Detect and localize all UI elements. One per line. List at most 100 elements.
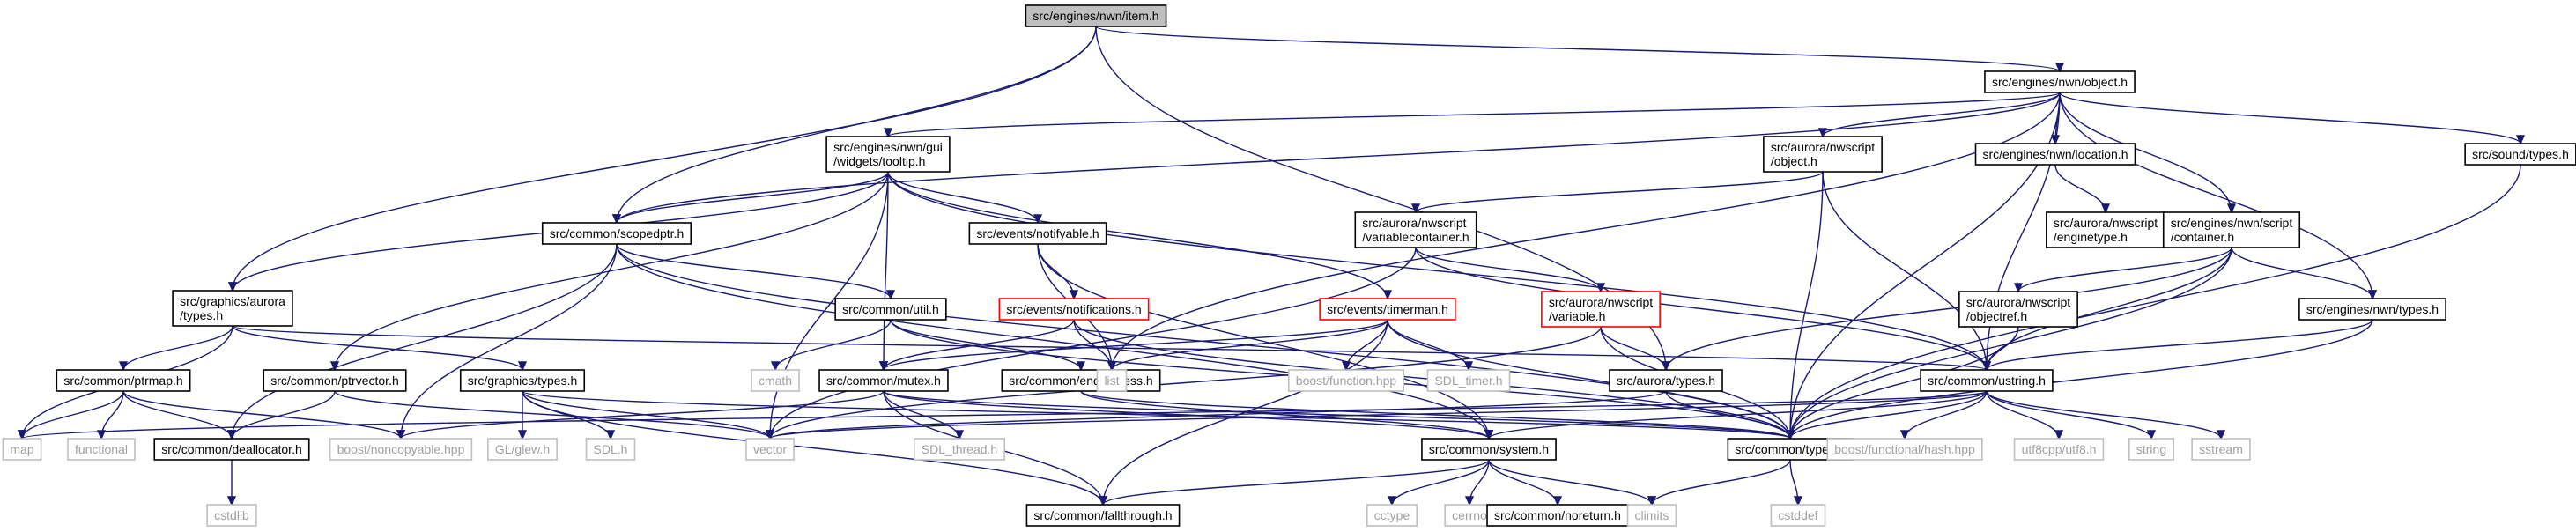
edge-line — [2017, 247, 2232, 292]
node-box — [968, 222, 1107, 245]
node-box — [2298, 298, 2446, 321]
arrowhead — [1793, 496, 1803, 506]
node-box — [1974, 143, 2136, 166]
node-box — [1287, 369, 1405, 392]
arrowhead — [1076, 361, 1086, 372]
node-boost-function: boost/function.hpp — [1287, 369, 1405, 392]
node-ustring[interactable]: src/common/ustring.h — [1920, 369, 2054, 392]
edge-nwscript-object-to-ustring — [1822, 171, 1992, 372]
node-aurora-types2[interactable]: src/aurora/types.h — [1609, 369, 1723, 392]
node-root[interactable]: src/engines/nwn/item.h — [1025, 4, 1167, 27]
node-mutex[interactable]: src/common/mutex.h — [818, 369, 949, 392]
node-sound-types[interactable]: src/sound/types.h — [2464, 143, 2576, 166]
node-nwn-object[interactable]: src/engines/nwn/object.h — [1984, 70, 2136, 93]
edge-line — [1080, 390, 1490, 440]
node-label: src/common/deallocator.h — [161, 442, 302, 456]
node-list: list — [1096, 369, 1128, 392]
edge-line — [232, 325, 523, 371]
edge-line — [400, 390, 885, 440]
node-box — [834, 298, 947, 321]
edge-ustring-to-utf8 — [1986, 390, 2064, 440]
node-cstddef: cstddef — [1770, 504, 1826, 527]
edge-variablecontainer-to-ustring — [1415, 247, 1992, 372]
edge-script-container-to-objectref — [2013, 247, 2232, 293]
arrowhead — [1382, 290, 1393, 300]
node-nwn-types[interactable]: src/engines/nwn/types.h — [2298, 298, 2446, 321]
edge-common-types-to-cstddef — [1789, 459, 1803, 506]
edge-line — [2059, 92, 2521, 144]
node-boost-hash: boost/functional/hash.hpp — [1826, 438, 1983, 461]
node-objectref[interactable]: src/aurora/nwscript/objectref.h — [1958, 291, 2078, 328]
edge-line — [616, 171, 889, 224]
edge-ptrmap-to-functional — [96, 390, 124, 440]
edge-line — [1822, 171, 1988, 371]
node-nwn-location[interactable]: src/engines/nwn/location.h — [1974, 143, 2136, 166]
node-label: /enginetype.h — [2054, 230, 2128, 244]
node-graphics-types[interactable]: src/graphics/types.h — [459, 369, 586, 392]
node-label: SDL.h — [594, 442, 628, 456]
node-nwscript-object[interactable]: src/aurora/nwscript/object.h — [1763, 136, 1883, 173]
node-cmath: cmath — [751, 369, 800, 392]
arrowhead — [1647, 496, 1657, 506]
node-sstream: sstream — [2191, 438, 2251, 461]
edge-line — [2059, 92, 2232, 213]
node-ptrvector[interactable]: src/common/ptrvector.h — [263, 369, 407, 392]
node-util[interactable]: src/common/util.h — [834, 298, 947, 321]
edge-nwn-object-to-nwscript-object — [1817, 92, 2061, 138]
node-timerman[interactable]: src/events/timerman.h — [1319, 298, 1456, 321]
arrowhead — [2146, 430, 2157, 440]
node-label: src/aurora/types.h — [1617, 373, 1715, 388]
node-endianness[interactable]: src/common/endianness.h — [1001, 369, 1161, 392]
edge-ustring-to-boost-hash — [1899, 390, 1988, 440]
node-label: src/engines/nwn/script — [2171, 216, 2293, 230]
edge-line — [769, 390, 1667, 440]
edge-line — [887, 171, 1388, 299]
edge-nwn-object-to-nwn-types — [2059, 92, 2378, 300]
edge-line — [122, 325, 233, 371]
node-box — [541, 222, 692, 245]
node-script-container[interactable]: src/engines/nwn/script/container.h — [2162, 211, 2301, 248]
edge-system-to-cctype — [1387, 459, 1490, 506]
edge-tooltip-to-mutex — [878, 171, 889, 372]
node-box — [1366, 504, 1418, 527]
node-noreturn[interactable]: src/common/noreturn.h — [1486, 504, 1629, 527]
arrowhead — [2054, 63, 2065, 73]
node-deallocator[interactable]: src/common/deallocator.h — [153, 438, 310, 461]
edge-line — [1488, 459, 1558, 506]
node-box — [1826, 438, 1983, 461]
node-box — [1444, 504, 1495, 527]
edge-line — [1095, 26, 2061, 72]
node-aurora-types[interactable]: src/graphics/aurora/types.h — [172, 290, 293, 327]
edge-mutex-to-noncopyable — [396, 390, 885, 440]
node-variablecontainer[interactable]: src/aurora/nwscript/variablecontainer.h — [1354, 211, 1477, 248]
node-cstdlib: cstdlib — [206, 504, 257, 527]
node-system[interactable]: src/common/system.h — [1421, 438, 1557, 461]
arrowhead — [1069, 290, 1079, 300]
edge-layer — [17, 26, 2526, 506]
node-scopedptr[interactable]: src/common/scopedptr.h — [541, 222, 692, 245]
node-fallthrough[interactable]: src/common/fallthrough.h — [1025, 504, 1181, 527]
node-box — [998, 298, 1150, 321]
node-notifications[interactable]: src/events/notifications.h — [998, 298, 1150, 321]
node-label: sstream — [2199, 442, 2243, 456]
node-ptrmap[interactable]: src/common/ptrmap.h — [56, 369, 191, 392]
edge-line — [883, 171, 889, 371]
node-label: /objectref.h — [1966, 309, 2027, 323]
node-label: src/engines/nwn/gui — [833, 140, 943, 154]
edge-tooltip-to-timerman — [887, 171, 1393, 300]
node-label: src/graphics/aurora — [180, 294, 285, 308]
node-tooltip[interactable]: src/engines/nwn/gui/widgets/tooltip.h — [825, 136, 951, 173]
node-label: /variablecontainer.h — [1362, 230, 1469, 244]
node-variable[interactable]: src/aurora/nwscript/variable.h — [1541, 291, 1661, 328]
node-enginetype[interactable]: src/aurora/nwscript/enginetype.h — [2046, 211, 2165, 248]
node-label: boost/noncopyable.hpp — [337, 442, 465, 456]
node-box — [1421, 438, 1557, 461]
edge-system-to-fallthrough — [1098, 459, 1490, 506]
node-layer: src/engines/nwn/item.h src/engines/nwn/ob… — [2, 4, 2576, 527]
node-notifyable[interactable]: src/events/notifyable.h — [968, 222, 1107, 245]
edge-script-container-to-aurora-types2 — [1661, 247, 2232, 372]
edge-aurora-types-to-ptrmap — [118, 325, 233, 372]
node-label: string — [2136, 442, 2166, 456]
edge-line — [2054, 164, 2106, 213]
